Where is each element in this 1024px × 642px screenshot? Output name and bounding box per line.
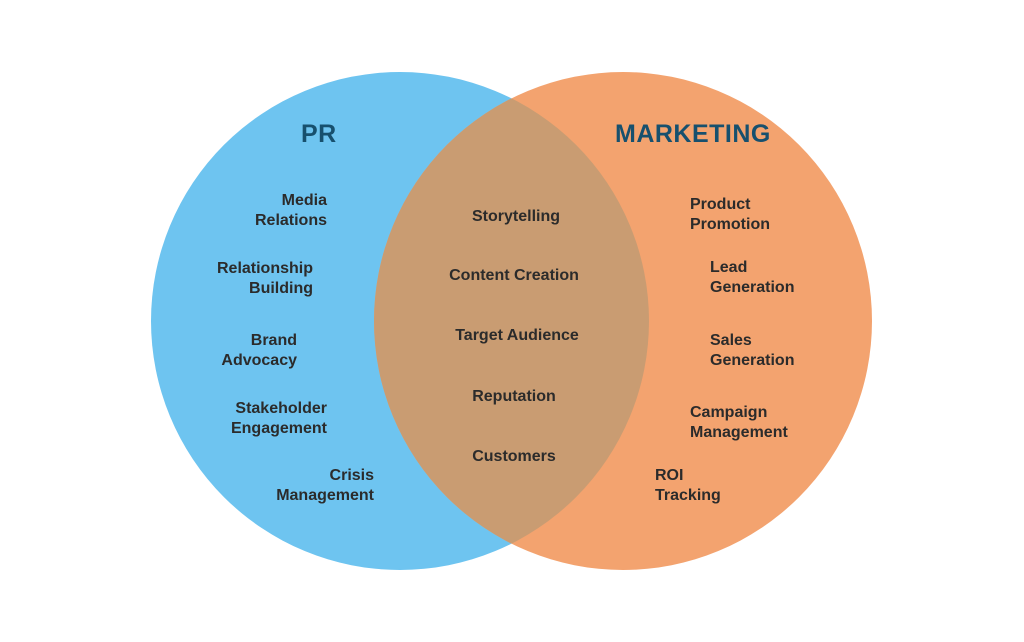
overlap-item-storytelling: Storytelling (471, 208, 561, 225)
overlap-item-customers: Customers (472, 448, 556, 465)
marketing-title: MARKETING (615, 120, 771, 148)
pr-item-media-relations: Media Relations (254, 192, 327, 229)
marketing-item-product-promotion: Product Promotion (690, 196, 770, 233)
marketing-item-campaign-management: Campaign Management (690, 404, 788, 441)
pr-item-crisis-management: Crisis Management (276, 467, 374, 504)
overlap-item-reputation: Reputation (472, 388, 556, 405)
overlap-item-content-creation: Content Creation (449, 267, 579, 284)
marketing-item-sales-generation: Sales Generation (710, 332, 795, 369)
pr-item-brand-advocacy: Brand Advocacy (221, 332, 297, 369)
overlap-region (374, 72, 649, 570)
pr-item-relationship-building: Relationship Building (216, 260, 313, 297)
marketing-item-lead-generation: Lead Generation (710, 259, 795, 296)
pr-title: PR (301, 120, 337, 148)
marketing-item-roi-tracking: ROI Tracking (655, 467, 721, 504)
pr-item-stakeholder-engagement: Stakeholder Engagement (230, 400, 327, 437)
overlap-item-target-audience: Target Audience (455, 327, 579, 344)
